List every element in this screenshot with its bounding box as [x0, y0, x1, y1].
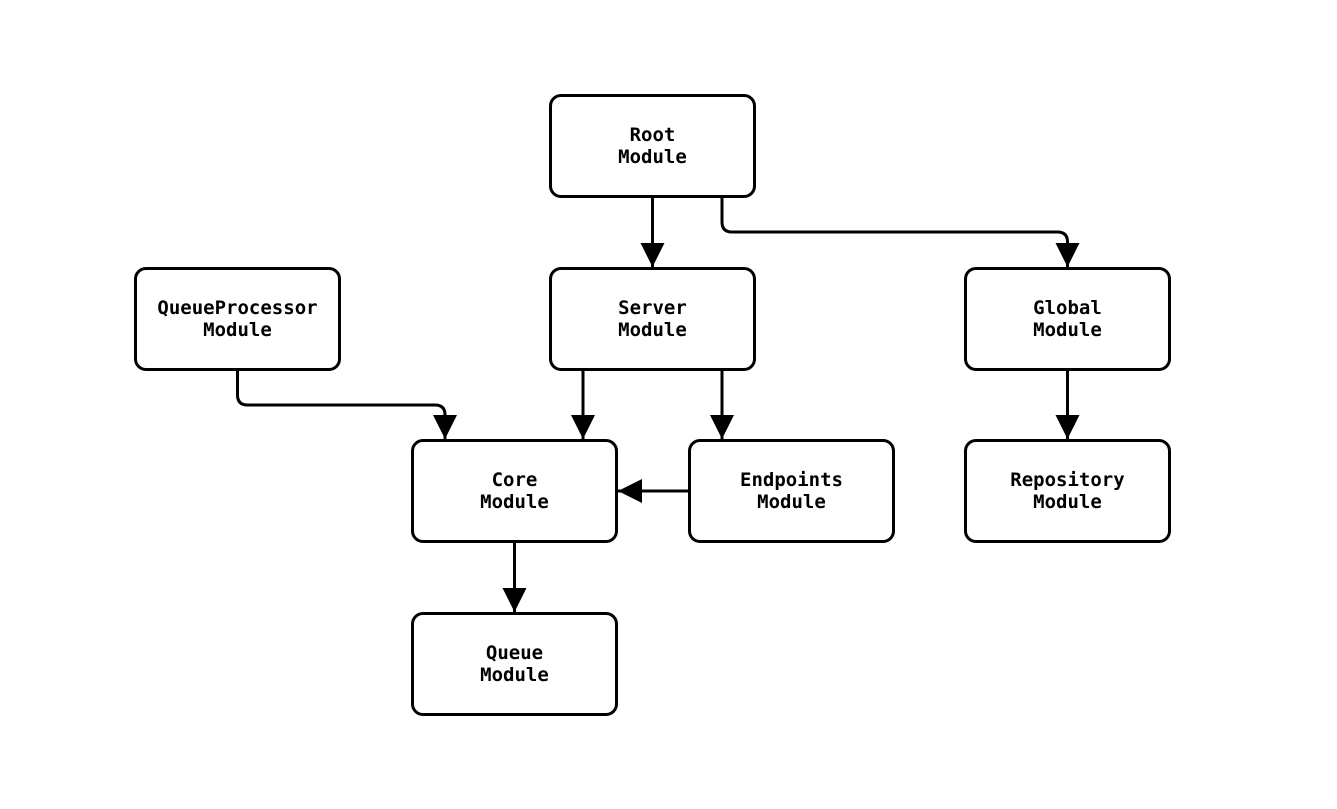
node-endpoints-module-label: Endpoints Module — [740, 469, 843, 513]
node-label-line: Queue — [485, 642, 544, 664]
node-label-line: QueueProcessor — [157, 297, 318, 319]
node-server-module: Server Module — [549, 267, 756, 371]
node-label-line: Module — [1033, 319, 1102, 341]
node-label-line: Module — [757, 491, 826, 513]
node-core-module: Core Module — [411, 439, 618, 543]
edge-queueprocessor-to-core — [236, 371, 457, 439]
node-queue-module-label: Queue Module — [480, 642, 549, 686]
node-label-line: Server — [618, 297, 687, 319]
node-label-line: Global — [1033, 297, 1102, 319]
node-label-line: Module — [203, 319, 272, 341]
node-repository-module: Repository Module — [964, 439, 1171, 543]
node-global-module-label: Global Module — [1033, 297, 1102, 341]
node-label-line: Module — [480, 664, 549, 686]
edge-root-to-global — [720, 198, 1080, 267]
node-label-line: Module — [1033, 491, 1102, 513]
node-label-line: Core — [491, 469, 538, 491]
node-label-line: Root — [629, 124, 676, 146]
node-label-line: Module — [618, 146, 687, 168]
node-server-module-label: Server Module — [618, 297, 687, 341]
node-label-line: Repository — [1010, 469, 1125, 491]
node-root-module: Root Module — [549, 94, 756, 198]
node-root-module-label: Root Module — [618, 124, 687, 168]
node-label-line: Module — [480, 491, 549, 513]
node-repository-module-label: Repository Module — [1010, 469, 1124, 513]
node-label-line: Module — [618, 319, 687, 341]
node-queueprocessor-module: QueueProcessor Module — [134, 267, 341, 371]
node-queue-module: Queue Module — [411, 612, 618, 716]
node-label-line: Endpoints — [740, 469, 843, 491]
node-global-module: Global Module — [964, 267, 1171, 371]
node-endpoints-module: Endpoints Module — [688, 439, 895, 543]
node-queueprocessor-module-label: QueueProcessor Module — [157, 297, 317, 341]
node-core-module-label: Core Module — [480, 469, 549, 513]
